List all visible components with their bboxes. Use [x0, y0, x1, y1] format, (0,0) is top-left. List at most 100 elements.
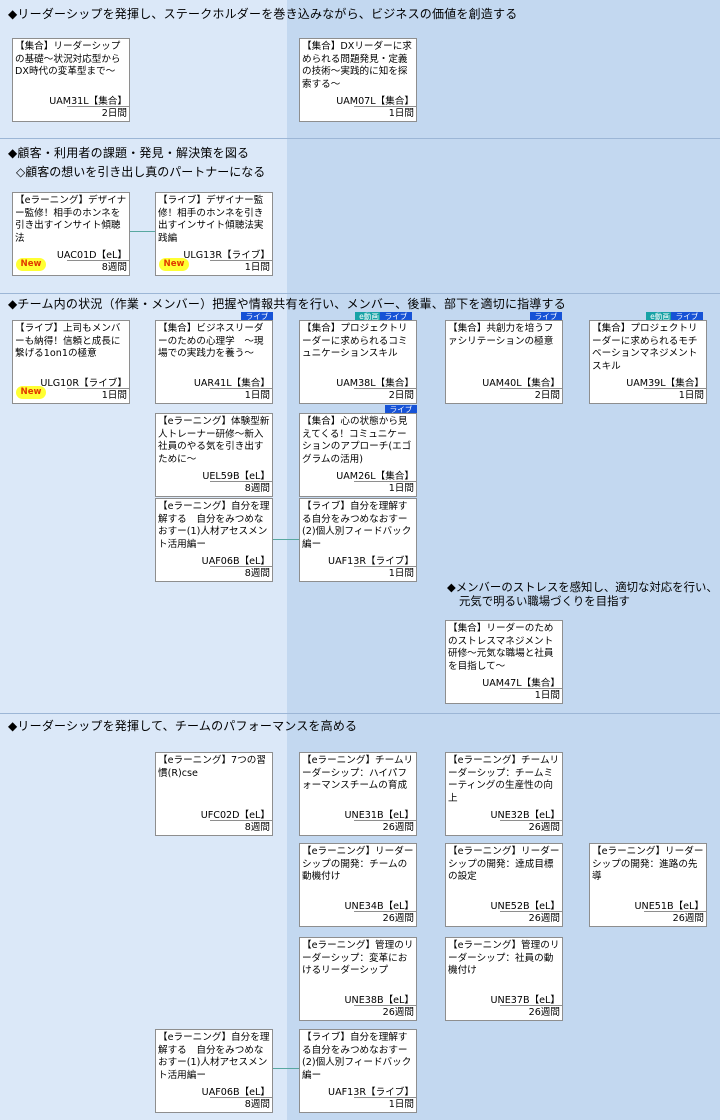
- course-duration: 1日間: [388, 1099, 414, 1110]
- course-title: 【集合】プロジェクトリーダーに求められるコミュニケーションスキル: [302, 323, 408, 360]
- live-badge: ライブ: [241, 312, 273, 322]
- course-card-uam40l[interactable]: 【集合】共創力を培うファシリテーションの極意 UAM40L【集合】 2日間: [445, 320, 563, 404]
- divider-line: [67, 388, 129, 389]
- course-card-une38b[interactable]: 【eラーニング】管理のリーダーシップ：変革におけるリーダーシップ UNE38B【…: [299, 937, 417, 1021]
- course-card-une52b[interactable]: 【eラーニング】リーダーシップの開発：達成目標の設定 UNE52B【eL】 26…: [445, 843, 563, 927]
- course-title: 【eラーニング】デザイナー監修！相手のホンネを引き出すインサイト傾聴法: [15, 195, 127, 244]
- divider-line: [644, 911, 706, 912]
- course-duration: 26週間: [382, 822, 414, 833]
- course-title: 【ライブ】自分を理解する自分をみつめなおすー(2)個人別フィードバック編ー: [302, 501, 412, 550]
- course-card-uam47l[interactable]: 【集合】リーダーのためのストレスマネジメント研修～元気な職場と社員を目指して～ …: [445, 620, 563, 704]
- course-duration: 8週間: [244, 822, 270, 833]
- course-duration: 26週間: [672, 913, 704, 924]
- course-code: ULG13R【ライブ】: [183, 250, 270, 261]
- course-duration: 2日間: [101, 108, 127, 119]
- section-heading-team-performance: ◆リーダーシップを発揮して、チームのパフォーマンスを高める: [8, 719, 358, 733]
- course-title: 【集合】プロジェクトリーダーに求められるモチベーションマネジメントスキル: [592, 323, 698, 372]
- course-code: UNE52B【eL】: [490, 901, 560, 912]
- course-code: UAC01D【eL】: [56, 250, 127, 261]
- course-title: 【eラーニング】管理のリーダーシップ：社員の動機付け: [448, 940, 560, 977]
- course-code: UFC02D【eL】: [200, 810, 270, 821]
- course-title: 【ライブ】自分を理解する自分をみつめなおすー(2)個人別フィードバック編ー: [302, 1032, 412, 1081]
- course-title: 【集合】リーダーシップの基礎～状況対応型からDX時代の変革型まで～: [15, 41, 121, 78]
- course-card-uaf06b-2[interactable]: 【eラーニング】自分を理解する 自分をみつめなおすー(1)人材アセスメント活用編…: [155, 1029, 273, 1113]
- subsection-heading-stress-line2: 元気で明るい職場づくりを目指す: [459, 594, 630, 608]
- divider-line: [67, 260, 129, 261]
- course-title: 【集合】DXリーダーに求められる問題発見・定義の技術～実践的に知を探索する～: [302, 41, 412, 90]
- course-duration: 1日間: [101, 390, 127, 401]
- course-card-une31b[interactable]: 【eラーニング】チームリーダーシップ：ハイパフォーマンスチームの育成 UNE31…: [299, 752, 417, 836]
- course-card-ulg10r[interactable]: 【ライブ】上司もメンバーも納得！信頼と成長に繋げる1on1の極意 New ULG…: [12, 320, 130, 404]
- divider-line: [354, 1005, 416, 1006]
- course-code: UAM31L【集合】: [49, 96, 127, 107]
- course-code: UNE31B【eL】: [344, 810, 414, 821]
- course-card-une34b[interactable]: 【eラーニング】リーダーシップの開発：チームの動機付け UNE34B【eL】 2…: [299, 843, 417, 927]
- course-duration: 26週間: [528, 1007, 560, 1018]
- divider-line: [500, 820, 562, 821]
- course-title: 【集合】リーダーのためのストレスマネジメント研修～元気な職場と社員を目指して～: [448, 623, 554, 672]
- course-card-uam26l[interactable]: 【集合】心の状態から見えてくる！コミュニケーションのアプローチ(エゴグラムの活用…: [299, 413, 417, 497]
- live-badge: ライブ: [380, 312, 412, 322]
- divider-line: [354, 481, 416, 482]
- course-card-ufc02d[interactable]: 【eラーニング】7つの習慣(R)cse UFC02D【eL】 8週間: [155, 752, 273, 836]
- course-title: 【eラーニング】リーダーシップの開発：達成目標の設定: [448, 846, 560, 883]
- section-divider: [0, 138, 720, 139]
- divider-line: [500, 688, 562, 689]
- course-code: ULG10R【ライブ】: [40, 378, 127, 389]
- course-title: 【集合】共創力を培うファシリテーションの極意: [448, 323, 554, 347]
- course-title: 【集合】心の状態から見えてくる！コミュニケーションのアプローチ(エゴグラムの活用…: [302, 416, 412, 465]
- course-card-uam38l[interactable]: 【集合】プロジェクトリーダーに求められるコミュニケーションスキル UAM38L【…: [299, 320, 417, 404]
- course-code: UAR41L【集合】: [193, 378, 270, 389]
- course-duration: 2日間: [534, 390, 560, 401]
- connector-line: [273, 539, 299, 540]
- course-duration: 1日間: [388, 568, 414, 579]
- course-title: 【ライブ】デザイナー監修！相手のホンネを引き出すインサイト傾聴法実践編: [158, 195, 264, 244]
- course-card-uel59b[interactable]: 【eラーニング】体験型新人トレーナー研修～新入社員のやる気を引き出すために～ U…: [155, 413, 273, 497]
- divider-line: [354, 388, 416, 389]
- course-duration: 8週間: [244, 1099, 270, 1110]
- course-duration: 26週間: [528, 822, 560, 833]
- course-code: UAF06B【eL】: [201, 1087, 270, 1098]
- course-card-uaf13r-2[interactable]: 【ライブ】自分を理解する自分をみつめなおすー(2)個人別フィードバック編ー UA…: [299, 1029, 417, 1113]
- course-code: UNE38B【eL】: [344, 995, 414, 1006]
- course-card-uaf13r[interactable]: 【ライブ】自分を理解する自分をみつめなおすー(2)個人別フィードバック編ー UA…: [299, 498, 417, 582]
- course-title: 【eラーニング】自分を理解する 自分をみつめなおすー(1)人材アセスメント活用編…: [158, 1032, 270, 1081]
- divider-line: [500, 388, 562, 389]
- course-title: 【eラーニング】チームリーダーシップ：チームミーティングの生産性の向上: [448, 755, 560, 804]
- course-title: 【eラーニング】体験型新人トレーナー研修～新入社員のやる気を引き出すために～: [158, 416, 270, 465]
- section-divider: [0, 293, 720, 294]
- connector-line: [273, 1068, 299, 1069]
- course-card-uam39l[interactable]: 【集合】プロジェクトリーダーに求められるモチベーションマネジメントスキル UAM…: [589, 320, 707, 404]
- course-card-uac01d[interactable]: 【eラーニング】デザイナー監修！相手のホンネを引き出すインサイト傾聴法 New …: [12, 192, 130, 276]
- divider-line: [354, 820, 416, 821]
- course-code: UAM07L【集合】: [336, 96, 414, 107]
- divider-line: [500, 1005, 562, 1006]
- course-card-uar41l[interactable]: 【集合】ビジネスリーダーのための心理学 ～現場での実践力を養う～ UAR41L【…: [155, 320, 273, 404]
- course-card-uam31l[interactable]: 【集合】リーダーシップの基礎～状況対応型からDX時代の変革型まで～ UAM31L…: [12, 38, 130, 122]
- divider-line: [354, 1097, 416, 1098]
- course-card-une51b[interactable]: 【eラーニング】リーダーシップの開発：進路の先導 UNE51B【eL】 26週間: [589, 843, 707, 927]
- section-heading-team-guidance: ◆チーム内の状況（作業・メンバー）把握や情報共有を行い、メンバー、後輩、部下を適…: [8, 297, 566, 311]
- course-duration: 1日間: [388, 108, 414, 119]
- course-card-uaf06b[interactable]: 【eラーニング】自分を理解する 自分をみつめなおすー(1)人材アセスメント活用編…: [155, 498, 273, 582]
- course-code: UAF13R【ライブ】: [328, 556, 414, 567]
- course-title: 【eラーニング】リーダーシップの開発：チームの動機付け: [302, 846, 414, 883]
- connector-line: [130, 231, 155, 232]
- course-duration: 1日間: [534, 690, 560, 701]
- course-duration: 1日間: [244, 262, 270, 273]
- course-code: UAM47L【集合】: [482, 678, 560, 689]
- course-card-uam07l[interactable]: 【集合】DXリーダーに求められる問題発見・定義の技術～実践的に知を探索する～ U…: [299, 38, 417, 122]
- course-code: UAF06B【eL】: [201, 556, 270, 567]
- course-code: UNE32B【eL】: [490, 810, 560, 821]
- section-heading-customer-issues: ◆顧客・利用者の課題・発見・解決策を図る: [8, 146, 250, 160]
- course-duration: 26週間: [382, 913, 414, 924]
- divider-line: [354, 106, 416, 107]
- divider-line: [354, 566, 416, 567]
- course-card-une32b[interactable]: 【eラーニング】チームリーダーシップ：チームミーティングの生産性の向上 UNE3…: [445, 752, 563, 836]
- course-title: 【eラーニング】チームリーダーシップ：ハイパフォーマンスチームの育成: [302, 755, 414, 792]
- course-card-une37b[interactable]: 【eラーニング】管理のリーダーシップ：社員の動機付け UNE37B【eL】 26…: [445, 937, 563, 1021]
- e-video-badge: e動画: [355, 312, 383, 322]
- course-card-ulg13r[interactable]: 【ライブ】デザイナー監修！相手のホンネを引き出すインサイト傾聴法実践編 New …: [155, 192, 273, 276]
- course-title: 【eラーニング】管理のリーダーシップ：変革におけるリーダーシップ: [302, 940, 414, 977]
- course-code: UNE34B【eL】: [344, 901, 414, 912]
